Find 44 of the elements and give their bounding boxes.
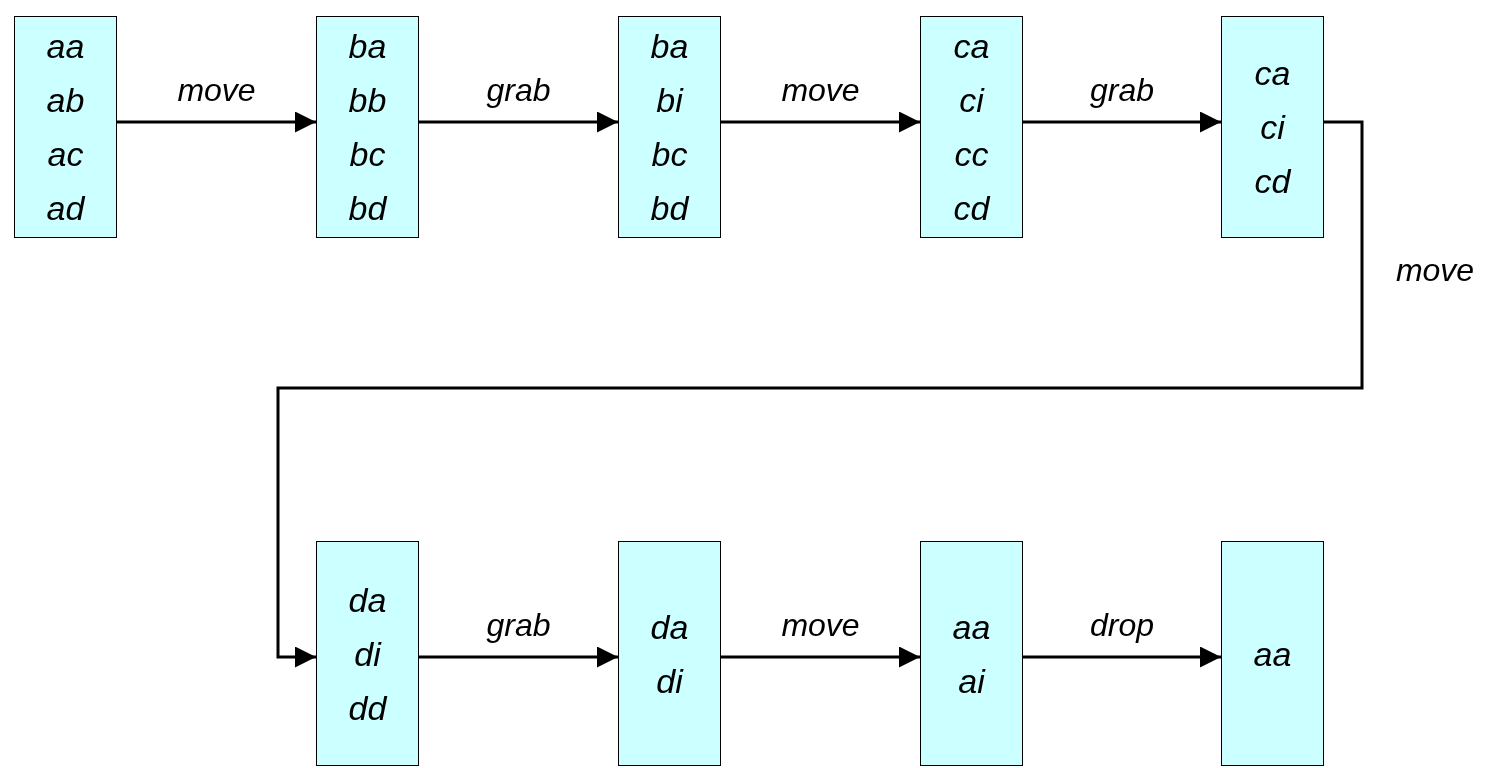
state-box xyxy=(316,541,419,766)
state-text: ci xyxy=(1260,107,1285,148)
state-text: da xyxy=(348,579,387,621)
arrow xyxy=(721,646,920,668)
state-text: ba xyxy=(650,26,689,67)
state-text: cd xyxy=(953,188,990,229)
state-text: aa xyxy=(1253,633,1292,675)
state-box xyxy=(1221,16,1324,238)
arrow xyxy=(419,111,618,133)
state-text: bd xyxy=(348,188,387,229)
arrow xyxy=(1023,111,1221,133)
state-text: di xyxy=(656,660,683,702)
state-box xyxy=(1221,541,1324,766)
state-text: aa xyxy=(952,606,991,648)
state-box xyxy=(920,541,1023,766)
state-text: cd xyxy=(1254,161,1291,202)
state-text: ca xyxy=(953,26,990,67)
state-text: ad xyxy=(46,188,85,229)
state-text: aa xyxy=(46,26,85,67)
arrow xyxy=(1023,646,1221,668)
state-box xyxy=(920,16,1023,238)
state-box xyxy=(14,16,117,238)
state-text: ca xyxy=(1254,53,1291,94)
arrow xyxy=(419,646,618,668)
state-box xyxy=(316,16,419,238)
state-text: bb xyxy=(348,80,387,121)
arrow xyxy=(117,111,316,133)
state-text: ac xyxy=(47,134,84,175)
state-text: ba xyxy=(348,26,387,67)
state-text: bi xyxy=(656,80,683,121)
state-box xyxy=(618,541,721,766)
state-text: ab xyxy=(46,80,85,121)
arrow xyxy=(721,111,920,133)
state-box xyxy=(618,16,721,238)
state-text: bc xyxy=(651,134,688,175)
state-text: cc xyxy=(954,134,989,175)
state-text: dd xyxy=(348,687,387,729)
state-text: ai xyxy=(958,660,985,702)
state-text: bc xyxy=(349,134,386,175)
state-text: ci xyxy=(959,80,984,121)
arrow xyxy=(276,120,1364,668)
state-text: da xyxy=(650,606,689,648)
state-text: bd xyxy=(650,188,689,229)
state-text: di xyxy=(354,633,381,675)
